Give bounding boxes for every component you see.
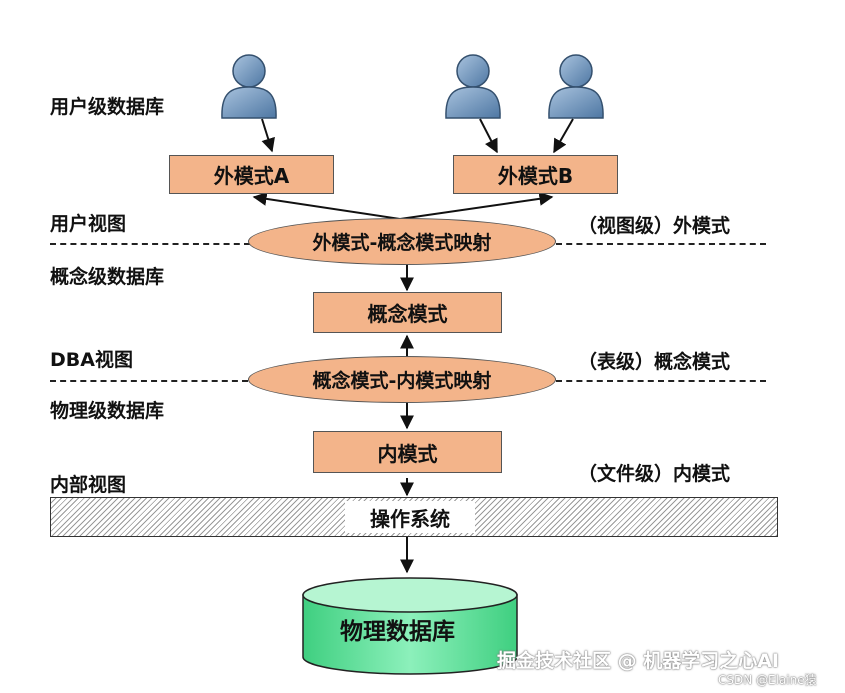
label-physical-database: 物理级数据库: [50, 400, 165, 422]
arrow-mapping-to-external-a: [252, 191, 401, 220]
label-internal-schema-level: （文件级）内模式: [578, 463, 731, 485]
external-conceptual-mapping: 外模式-概念模式映射: [248, 218, 556, 265]
operating-system-label: 操作系统: [345, 501, 475, 533]
label-internal-view: 内部视图: [50, 474, 127, 496]
arrow-user-to-external-b: [553, 118, 574, 154]
external-schema-b-box: 外模式B: [453, 155, 618, 194]
label-user-database: 用户级数据库: [50, 96, 165, 118]
arrow-user-to-external-a: [261, 118, 275, 153]
watermark-text: 掘金技术社区 @ 机器学习之心AI: [497, 650, 780, 672]
arrow-mapping-to-external-b: [399, 191, 554, 220]
physical-database-cylinder: [302, 577, 518, 675]
user-icon: [445, 54, 501, 119]
conceptual-schema-box: 概念模式: [313, 292, 502, 333]
external-schema-a-box: 外模式A: [169, 155, 334, 194]
label-dba-view: DBA视图: [50, 349, 133, 371]
user-icon: [221, 54, 277, 119]
label-conceptual-schema-level: （表级）概念模式: [578, 351, 731, 373]
label-concept-database: 概念级数据库: [50, 266, 165, 288]
separator-line: [556, 380, 766, 382]
arrow-user-to-external-b: [479, 118, 498, 154]
label-external-schema-level: （视图级）外模式: [578, 215, 731, 237]
physical-database-label: 物理数据库: [340, 619, 455, 645]
watermark-subtext: CSDN @Elaine猿: [718, 673, 817, 687]
internal-schema-box: 内模式: [313, 431, 502, 473]
user-icon: [548, 54, 604, 119]
separator-line: [50, 243, 250, 245]
conceptual-internal-mapping: 概念模式-内模式映射: [248, 356, 556, 403]
separator-line: [50, 380, 248, 382]
separator-line: [556, 243, 766, 245]
label-user-view: 用户视图: [50, 213, 127, 235]
